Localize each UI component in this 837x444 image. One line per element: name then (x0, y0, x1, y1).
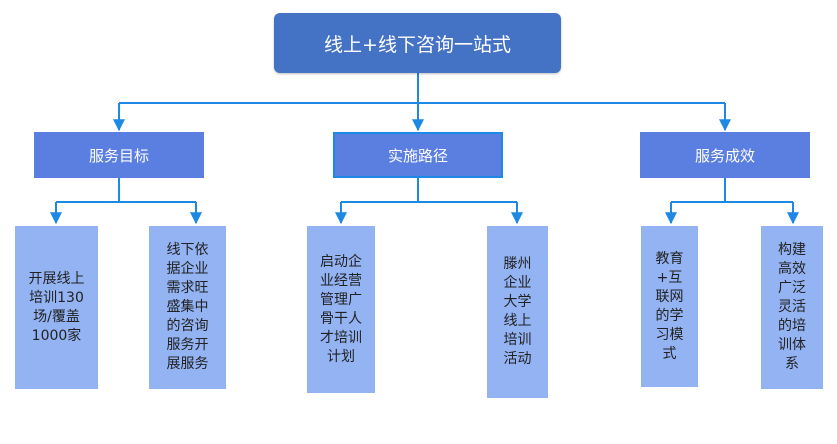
leaf-node-tengzhou-university[interactable]: 滕州 企业 大学 线上 培训 活动 (487, 226, 548, 398)
leaf-node-online-training[interactable]: 开展线上 培训130 场/覆盖 1000家 (15, 226, 98, 389)
leaf-node-talent-training-plan[interactable]: 启动企 业经营 管理广 骨干人 才培训 计划 (307, 226, 375, 393)
branch-node-service-results[interactable]: 服务成效 (640, 132, 810, 178)
leaf-node-offline-consulting[interactable]: 线下依 据企业 需求旺 盛集中 的咨询 服务开 展服务 (149, 226, 226, 389)
branch-node-implementation-path[interactable]: 实施路径 (333, 132, 503, 178)
root-node[interactable]: 线上+线下咨询一站式 (274, 13, 561, 73)
leaf-node-training-system[interactable]: 构建 高效 广泛 灵活 的培 训体 系 (761, 226, 823, 389)
branch-node-service-goals[interactable]: 服务目标 (34, 132, 204, 178)
leaf-node-education-internet[interactable]: 教育 +互 联网 的学 习模 式 (641, 226, 698, 387)
